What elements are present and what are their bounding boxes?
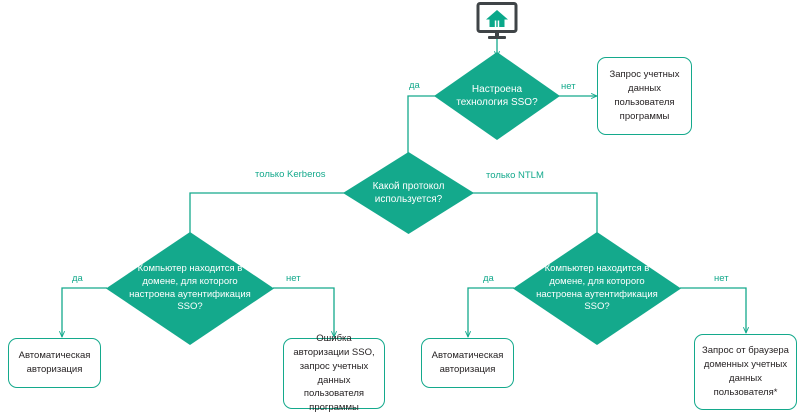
edge-label-d2-kerberos: только Kerberos bbox=[255, 169, 326, 180]
decision-domain-sso-left-label: Компьютер находится в домене, для которо… bbox=[129, 263, 251, 313]
terminator-request-program-credentials[interactable]: Запрос учетных данных пользователя прогр… bbox=[597, 57, 692, 135]
terminator-browser-domain-credentials[interactable]: Запрос от браузера доменных учетных данн… bbox=[694, 334, 797, 410]
decision-which-protocol[interactable]: Какой протокол используется? bbox=[343, 152, 474, 234]
edge-d3-no-to-b3 bbox=[273, 287, 334, 337]
decision-sso-configured-label: Настроена технология SSO? bbox=[456, 83, 538, 108]
terminator-sso-error-label: Ошибка авторизации SSO, запрос учетных д… bbox=[293, 333, 375, 414]
terminator-auto-auth-right[interactable]: Автоматическая авторизация bbox=[421, 338, 514, 388]
edge-d3-yes-to-b2 bbox=[62, 287, 107, 337]
edge-d2-kerberos-to-d3 bbox=[190, 192, 355, 249]
edge-label-d1-yes: да bbox=[409, 80, 420, 91]
terminator-sso-error[interactable]: Ошибка авторизации SSO, запрос учетных д… bbox=[283, 333, 385, 413]
terminator-auto-auth-left-label: Автоматическая авторизация bbox=[18, 350, 91, 375]
terminator-browser-domain-credentials-label: Запрос от браузера доменных учетных данн… bbox=[702, 345, 789, 398]
edge-d2-ntlm-to-d4 bbox=[462, 192, 597, 249]
edge-d1-yes-to-d2 bbox=[408, 95, 446, 168]
edge-label-d3-yes: да bbox=[72, 273, 83, 284]
decision-which-protocol-label: Какой протокол используется? bbox=[372, 180, 445, 205]
edge-d4-no-to-b5 bbox=[680, 287, 746, 333]
edge-label-d1-no: нет bbox=[561, 81, 576, 92]
edge-label-d2-ntlm: только NTLM bbox=[486, 170, 544, 181]
decision-domain-sso-right[interactable]: Компьютер находится в домене, для которо… bbox=[513, 232, 681, 345]
decision-sso-configured[interactable]: Настроена технология SSO? bbox=[434, 52, 560, 140]
edge-label-d4-no: нет bbox=[714, 273, 729, 284]
terminator-auto-auth-right-label: Автоматическая авторизация bbox=[431, 350, 504, 375]
home-monitor-icon bbox=[472, 2, 522, 42]
edge-label-d3-no: нет bbox=[286, 273, 301, 284]
decision-domain-sso-left[interactable]: Компьютер находится в домене, для которо… bbox=[106, 232, 274, 345]
edge-d4-yes-to-b4 bbox=[468, 287, 514, 337]
terminator-request-program-credentials-label: Запрос учетных данных пользователя прогр… bbox=[609, 69, 680, 122]
decision-domain-sso-right-label: Компьютер находится в домене, для которо… bbox=[536, 263, 658, 313]
terminator-auto-auth-left[interactable]: Автоматическая авторизация bbox=[8, 338, 101, 388]
edge-label-d4-yes: да bbox=[483, 273, 494, 284]
